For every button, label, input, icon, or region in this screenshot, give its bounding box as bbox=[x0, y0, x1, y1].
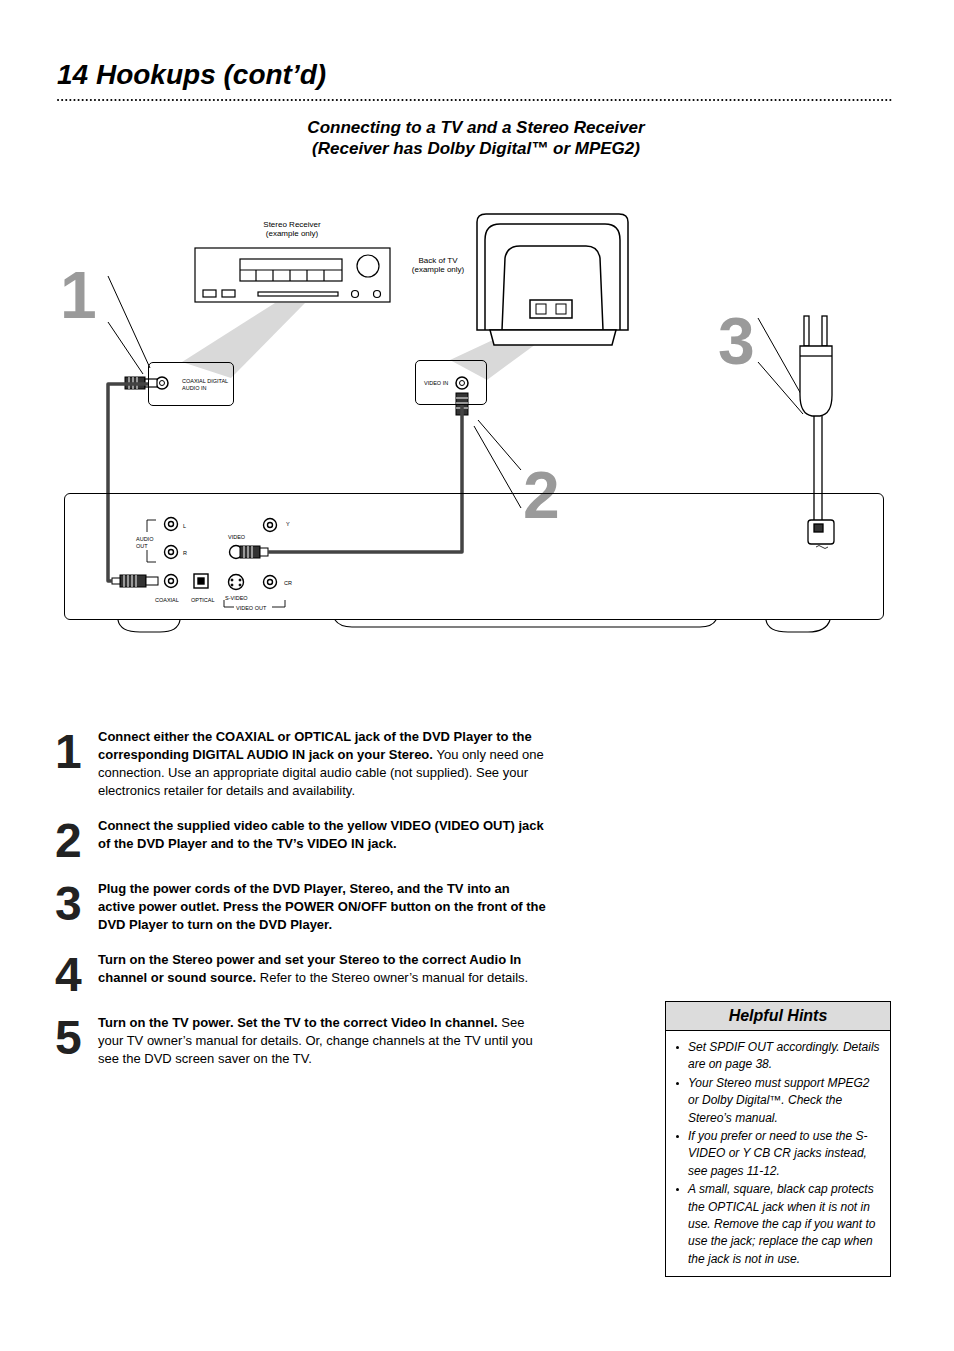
leader-line bbox=[108, 276, 810, 508]
zoom-fan bbox=[182, 303, 305, 378]
power-plug bbox=[800, 316, 834, 549]
page-header: 14 Hookups (cont’d) bbox=[57, 58, 326, 92]
stereo-receiver: Stereo Receiver (example only) bbox=[195, 248, 390, 302]
step-text: Turn on the Stereo power and set your St… bbox=[98, 951, 550, 987]
jack-inset: VIDEO IN bbox=[415, 360, 487, 405]
jack-inset: COAXIAL DIGITAL AUDIO IN bbox=[148, 362, 234, 406]
tv-back bbox=[477, 214, 628, 345]
jack-label: COAXIAL DIGITAL AUDIO IN bbox=[182, 378, 231, 391]
jack-label: VIDEO IN bbox=[424, 380, 454, 387]
bracket bbox=[147, 520, 285, 607]
dotted-rule bbox=[58, 99, 892, 101]
step-number: 5 bbox=[55, 1016, 98, 1060]
jack-label: AUDIO OUT bbox=[136, 536, 156, 549]
step: 4Turn on the Stereo power and set your S… bbox=[55, 951, 555, 997]
diagram-title: Connecting to a TV and a Stereo Receiver… bbox=[290, 117, 662, 159]
step-instruction: Plug the power cords of the DVD Player, … bbox=[98, 881, 546, 932]
step-note: Refer to the Stereo owner’s manual for d… bbox=[260, 970, 528, 985]
panel-jacks bbox=[112, 518, 277, 590]
jack-label: CR bbox=[284, 580, 292, 587]
step: 1Connect either the COAXIAL or OPTICAL j… bbox=[55, 728, 555, 800]
step-text: Connect the supplied video cable to the … bbox=[98, 817, 550, 853]
part-label: Back of TV (example only) bbox=[404, 256, 472, 274]
hint-item: Your Stereo must support MPEG2 or Dolby … bbox=[666, 1075, 890, 1127]
tv: Back of TV (example only) bbox=[477, 214, 629, 345]
cable bbox=[268, 405, 462, 552]
step: 5Turn on the TV power. Set the TV to the… bbox=[55, 1014, 555, 1068]
step-number: 3 bbox=[55, 882, 98, 926]
step: 3Plug the power cords of the DVD Player,… bbox=[55, 880, 555, 934]
jack-label: Y bbox=[286, 521, 290, 528]
jack-label: VIDEO bbox=[228, 534, 245, 541]
step: 2Connect the supplied video cable to the… bbox=[55, 817, 555, 863]
step-number: 1 bbox=[55, 730, 98, 774]
jack-label: L bbox=[183, 523, 186, 530]
hint-item: A small, square, black cap protects the … bbox=[666, 1181, 890, 1268]
jack-label: S-VIDEO bbox=[225, 595, 248, 602]
cable bbox=[108, 384, 148, 581]
hint-item: Set SPDIF OUT accordingly. Details are o… bbox=[666, 1039, 890, 1074]
panel-feet bbox=[118, 620, 830, 632]
jack-label: OPTICAL bbox=[191, 597, 215, 604]
jack-label: VIDEO OUT bbox=[236, 605, 266, 612]
dvd-back-panel: AUDIO OUT L R VIDEO Y CR COAXIAL OPTICAL S-VIDEO… bbox=[64, 493, 884, 620]
step-instruction: Turn on the TV power. Set the TV to the … bbox=[98, 1015, 498, 1030]
step-instruction: Connect the supplied video cable to the … bbox=[98, 818, 544, 851]
callout-number: 2 bbox=[523, 462, 560, 528]
hints-heading: Helpful Hints bbox=[666, 1002, 890, 1031]
step-text: Turn on the TV power. Set the TV to the … bbox=[98, 1014, 550, 1068]
jack-label: R bbox=[183, 550, 187, 557]
step-number: 2 bbox=[55, 819, 98, 863]
step-number: 4 bbox=[55, 953, 98, 997]
step-text: Connect either the COAXIAL or OPTICAL ja… bbox=[98, 728, 550, 800]
steps-list: 1Connect either the COAXIAL or OPTICAL j… bbox=[55, 728, 555, 1085]
hint-item: If you prefer or need to use the S-VIDEO… bbox=[666, 1128, 890, 1180]
jack-label: COAXIAL bbox=[155, 597, 179, 604]
hints-box: Helpful HintsSet SPDIF OUT accordingly. … bbox=[665, 1001, 891, 1277]
part-label: Stereo Receiver (example only) bbox=[260, 220, 324, 238]
stereo-receiver bbox=[195, 248, 390, 302]
callout-number: 1 bbox=[60, 262, 97, 328]
callout-number: 3 bbox=[718, 308, 755, 374]
step-text: Plug the power cords of the DVD Player, … bbox=[98, 880, 550, 934]
